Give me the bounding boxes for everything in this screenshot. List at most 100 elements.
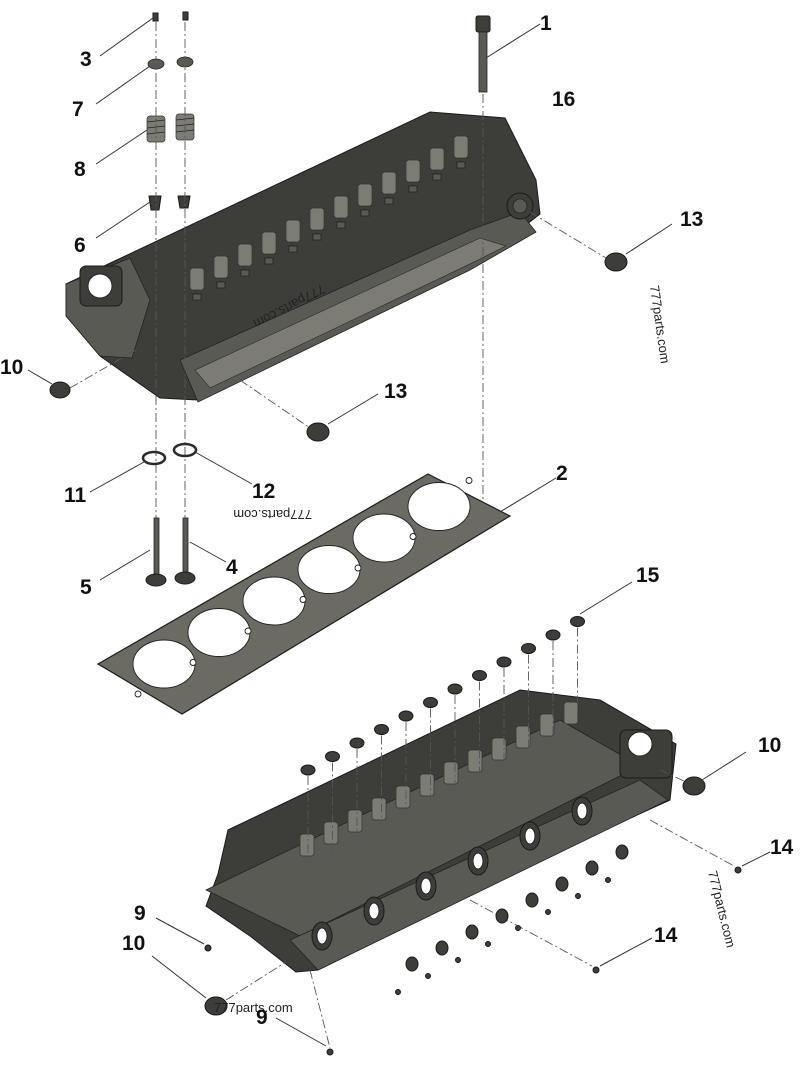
valve-spring xyxy=(357,183,373,207)
head-gasket xyxy=(96,94,557,715)
callout-label: 13 xyxy=(680,208,703,231)
upper-cylinder-head xyxy=(65,111,541,403)
plugs-lower xyxy=(151,751,771,1056)
valve-spring xyxy=(371,797,387,821)
cup-plug xyxy=(435,940,449,956)
gasket-bolt-hole xyxy=(134,690,142,698)
rocker-boss xyxy=(384,197,394,205)
callout-label: 1 xyxy=(540,12,552,35)
gasket-bolt-hole xyxy=(189,659,197,666)
valve-stem-seal xyxy=(521,643,536,654)
rocker-boss xyxy=(240,269,250,277)
valve-stem-seal xyxy=(570,616,585,627)
valve-stem-seal xyxy=(496,656,512,668)
valves xyxy=(99,517,227,587)
callout-label: 9 xyxy=(134,902,146,925)
valve-spring xyxy=(261,231,277,255)
callout-label: 14 xyxy=(654,924,678,947)
gasket-bores xyxy=(132,477,473,698)
rocker-boss xyxy=(192,293,202,301)
valve-spring xyxy=(189,267,205,291)
plugs-upper xyxy=(27,211,673,442)
side-port-bore xyxy=(472,852,484,870)
valve-spring xyxy=(237,243,253,267)
valve-spring xyxy=(429,147,445,171)
callout-label: 2 xyxy=(556,462,568,485)
gasket-bore xyxy=(407,482,471,531)
gasket-bolt-hole xyxy=(409,533,417,540)
small-plug xyxy=(605,877,611,883)
cup-plug xyxy=(555,876,569,892)
gasket-bolt-hole xyxy=(354,564,362,572)
gasket-bore xyxy=(187,608,251,657)
callout-label: 9 xyxy=(256,1006,268,1029)
side-port-bore xyxy=(576,802,588,820)
valve-spring xyxy=(419,773,435,797)
gasket-bore xyxy=(132,639,196,689)
callout-label: 14 xyxy=(770,836,794,859)
valve-stem-seals xyxy=(300,581,633,870)
valve-spring xyxy=(467,749,483,773)
callout-label: 8 xyxy=(74,158,86,181)
callout-label: 4 xyxy=(226,556,238,579)
side-port-bore xyxy=(368,902,380,920)
gasket-bore xyxy=(242,576,306,626)
gasket-bolt-hole xyxy=(299,596,307,603)
callout-label: 15 xyxy=(636,564,660,587)
valve-spring xyxy=(395,785,411,809)
rocker-boss xyxy=(456,161,466,169)
valve-stack-upper xyxy=(95,11,195,560)
o-rings xyxy=(89,442,253,493)
valve-spring xyxy=(299,833,315,857)
valve-spring xyxy=(323,821,339,845)
small-plug xyxy=(485,941,491,947)
small-plug xyxy=(515,925,521,931)
watermark: 777parts.com xyxy=(214,1000,293,1015)
valve-spring xyxy=(347,809,363,833)
callout-label: 11 xyxy=(64,484,87,507)
valve-stem-seal xyxy=(472,670,487,681)
lower-cylinder-head xyxy=(205,689,677,973)
cup-plug xyxy=(525,892,539,908)
callout-label: 5 xyxy=(80,576,92,599)
gasket-bore xyxy=(297,545,361,594)
small-plug xyxy=(395,989,401,995)
rocker-boss xyxy=(216,281,226,289)
valve-stem-seal xyxy=(325,751,340,762)
cup-plug xyxy=(405,956,419,972)
cup-plug xyxy=(615,844,629,860)
cup-plug xyxy=(465,924,479,940)
valve-stem-seal xyxy=(423,697,438,708)
side-port-bore xyxy=(420,877,432,895)
callout-label: 10 xyxy=(758,734,781,757)
side-port-bore xyxy=(524,827,536,845)
valve-spring xyxy=(443,761,459,785)
watermark: 777parts.com xyxy=(705,869,739,949)
rocker-boss xyxy=(264,257,274,265)
valve-stem-seal xyxy=(545,629,561,641)
callout-label: 16 xyxy=(552,88,575,111)
upper-valve-springs xyxy=(189,135,469,301)
head-bolt-part-1 xyxy=(475,15,541,93)
lower-plug-studs xyxy=(395,844,629,995)
small-plug xyxy=(545,909,551,915)
side-port-bore xyxy=(316,927,328,945)
valve-spring xyxy=(285,219,301,243)
valve-spring xyxy=(539,713,555,737)
watermark: 777parts.com xyxy=(233,507,312,522)
valve-spring xyxy=(213,255,229,279)
small-plug xyxy=(575,893,581,899)
rocker-boss xyxy=(336,221,346,229)
valve-spring xyxy=(515,725,531,749)
rocker-boss xyxy=(312,233,322,241)
callout-label: 12 xyxy=(252,480,275,503)
callout-label: 10 xyxy=(122,932,145,955)
watermark: 777parts.com xyxy=(647,284,673,364)
valve-spring xyxy=(309,207,325,231)
valve-stem-seal xyxy=(447,683,463,695)
valve-stem-seal xyxy=(398,710,414,722)
small-plug xyxy=(455,957,461,963)
gasket-bolt-hole xyxy=(244,627,252,635)
